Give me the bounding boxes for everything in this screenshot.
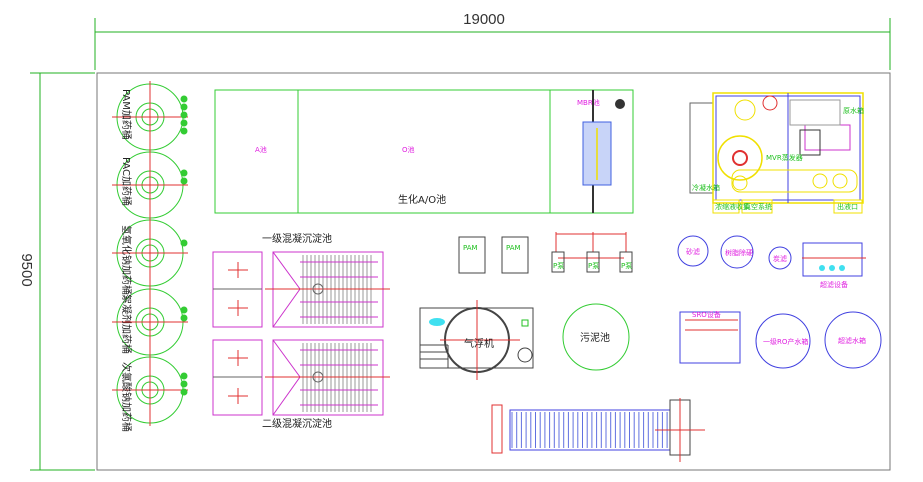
mvr-tag: 出液口 <box>837 202 858 211</box>
dosing-box-label: PAM <box>506 244 521 252</box>
dosing-tank: PAC加药桶 <box>112 149 188 221</box>
valve-icon <box>180 169 188 177</box>
dosing-tank-label: 次氯酸钠加药桶 <box>120 362 133 432</box>
ro-equipment-label: SRO设备 <box>692 310 721 319</box>
mvr-tag: 冷凝水箱 <box>692 183 720 192</box>
o-pool-label: O池 <box>402 145 415 154</box>
valve-icon <box>180 177 188 185</box>
dosing-boxes <box>458 236 529 274</box>
height-dimension <box>30 72 95 471</box>
valve-icon <box>180 127 188 135</box>
scraper <box>312 371 324 383</box>
sludge-pool <box>562 303 630 371</box>
cross-icon <box>228 388 248 404</box>
ro-tank-label: 一级RO产水箱 <box>763 337 808 346</box>
mvr-tag: 浓缩液收集 <box>715 202 750 211</box>
uf-equipment-label: 超滤设备 <box>820 280 848 289</box>
dosing-tank-label: 絮凝剂加药桶 <box>120 294 133 354</box>
valve-icon <box>180 380 188 388</box>
air-flotation-unit <box>419 300 534 380</box>
valve-icon <box>180 372 188 380</box>
pump-label: P泵 <box>621 262 632 270</box>
dosing-tank-label: 氢氧化钠加药桶 <box>120 225 133 295</box>
cross-icon <box>228 350 248 366</box>
sludge-pool-label: 污泥池 <box>580 331 610 344</box>
mbr-label: MBR池 <box>577 98 600 107</box>
width-dimension-label: 19000 <box>463 11 505 28</box>
pump-label: P泵 <box>588 262 599 270</box>
valve-icon <box>180 388 188 396</box>
dosing-tank: PAM加药桶 <box>112 81 188 153</box>
pump-label: P泵 <box>553 262 564 270</box>
mvr-tag: 真空系统 <box>744 202 772 211</box>
sand-filter-label: 砂滤 <box>686 247 700 256</box>
valve-icon <box>180 314 188 322</box>
mvr-tag: 原水箱 <box>843 106 864 115</box>
dosing-tank-label: PAM加药桶 <box>120 89 133 140</box>
height-dimension-label: 9500 <box>18 253 35 286</box>
valve-icon <box>180 119 188 127</box>
valve-icon <box>180 95 188 103</box>
dosing-tank-label: PAC加药桶 <box>120 157 133 206</box>
dosing-box-label: PAM <box>463 244 478 252</box>
valve-icon <box>180 306 188 314</box>
uf-pumps <box>819 265 845 271</box>
dosing-tank: 氢氧化钠加药桶 <box>112 217 188 295</box>
first-sedimentation-label: 一级混凝沉淀池 <box>262 232 332 245</box>
width-dimension <box>94 18 891 70</box>
mbr-module <box>582 90 625 213</box>
dosing-tank: 絮凝剂加药桶 <box>112 286 188 358</box>
cross-icon <box>228 300 248 316</box>
water-treatment <box>677 235 882 369</box>
resin-softener-label: 树脂除硬 <box>725 248 753 257</box>
sedimentation-tanks <box>212 251 390 416</box>
ao-pool <box>214 89 634 214</box>
carbon-filter-label: 炭滤 <box>773 254 787 263</box>
tube-bundle <box>491 398 705 462</box>
second-sedimentation-label: 二级混凝沉淀池 <box>262 417 332 430</box>
a-pool-label: A池 <box>255 145 267 154</box>
pump-skid <box>551 232 633 273</box>
dosing-tank: 次氯酸钠加药桶 <box>112 354 188 432</box>
ao-pool-title: 生化A/O池 <box>398 193 446 206</box>
mvr-evaporator <box>689 92 864 214</box>
mvr-label: MVR蒸发器 <box>766 153 803 162</box>
valve-icon <box>180 103 188 111</box>
valve-icon <box>180 239 188 247</box>
scraper <box>312 283 324 295</box>
uf-tank-label: 超滤水箱 <box>838 336 866 345</box>
valve-icon <box>180 111 188 119</box>
sedimentation-tank <box>212 339 390 416</box>
sedimentation-tank <box>212 251 390 328</box>
cross-icon <box>228 262 248 278</box>
site-boundary <box>96 72 891 471</box>
air-flotation-label: 气浮机 <box>464 337 494 350</box>
